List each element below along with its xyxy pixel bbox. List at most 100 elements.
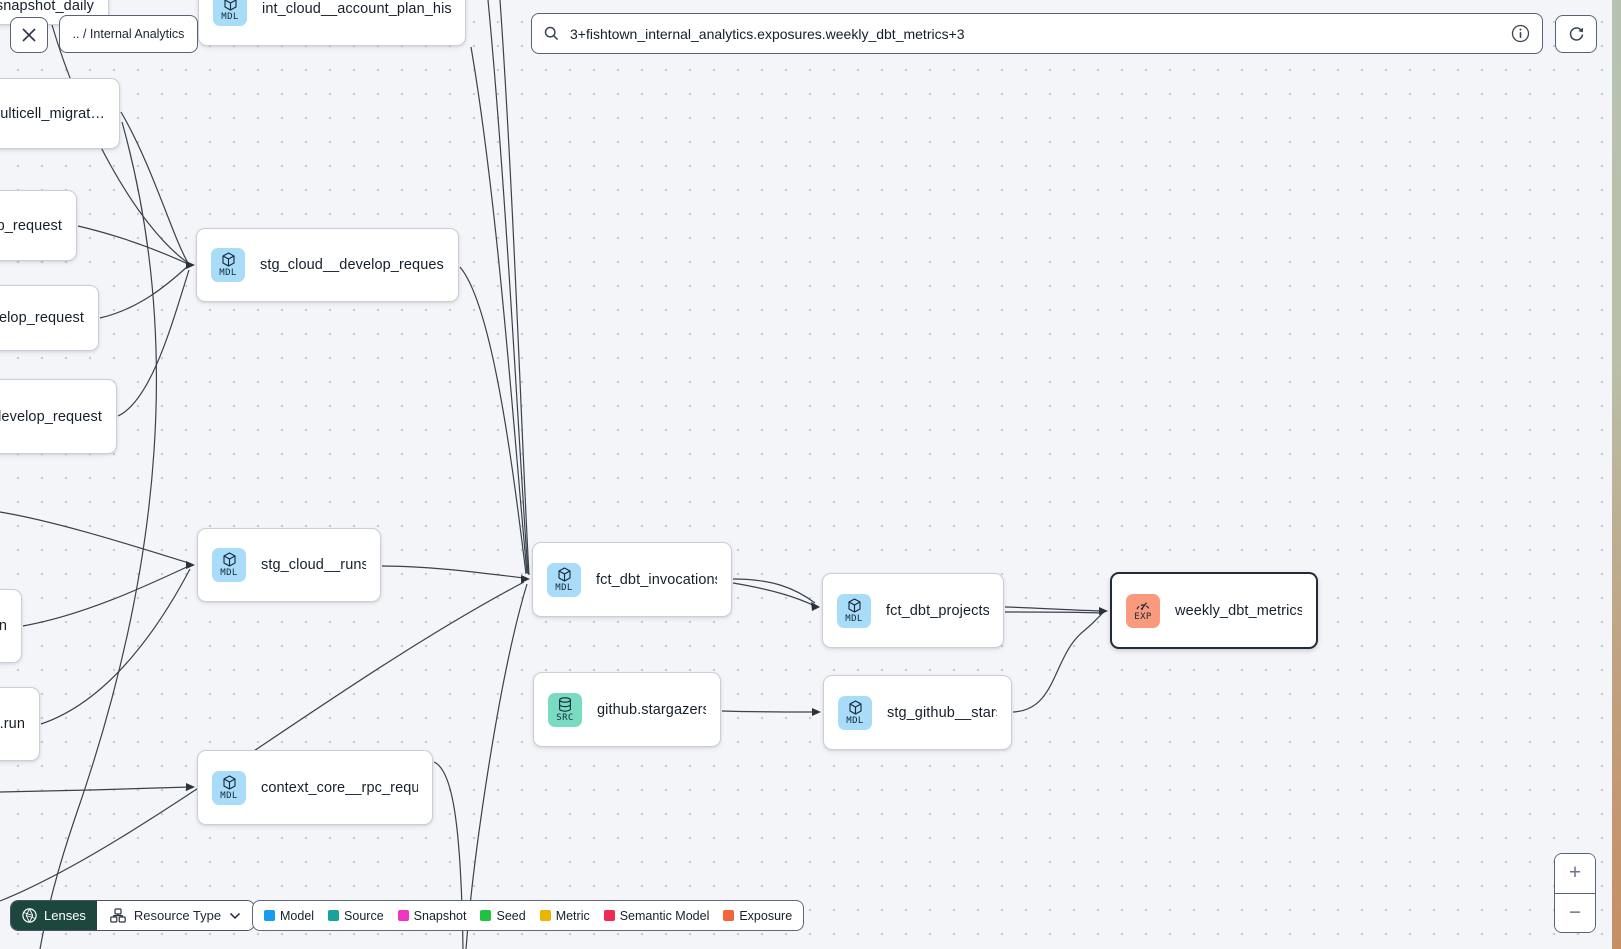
source-badge: SRC bbox=[548, 692, 582, 727]
legend-swatch bbox=[328, 910, 340, 921]
cube-icon bbox=[848, 699, 862, 715]
search-icon bbox=[544, 26, 559, 41]
badge-label: MDL bbox=[220, 568, 238, 578]
legend-label: Source bbox=[344, 908, 384, 923]
lenses-label: Lenses bbox=[44, 908, 86, 923]
database-icon bbox=[559, 696, 571, 712]
info-icon[interactable] bbox=[1511, 24, 1530, 43]
node-label: .run bbox=[0, 716, 25, 732]
legend-item-model: Model bbox=[264, 909, 314, 923]
node-label: .develop_request bbox=[0, 408, 102, 425]
cube-icon bbox=[222, 774, 236, 790]
legend-swatch bbox=[539, 910, 551, 921]
resource-type-legend: Model Source Snapshot Seed Metric Semantic Mo… bbox=[252, 900, 805, 931]
node-label: int_cloud__account_plan_history bbox=[262, 1, 451, 17]
node-label: p_request bbox=[0, 217, 62, 234]
graph-node-weekly-dbt-metrics[interactable]: EXP weekly_dbt_metrics bbox=[1110, 572, 1318, 649]
model-badge: MDL bbox=[838, 695, 872, 730]
search-input[interactable] bbox=[568, 24, 1511, 43]
lenses-button[interactable]: Lenses bbox=[11, 901, 97, 930]
graph-node-n-node[interactable]: n bbox=[0, 589, 22, 663]
resource-type-dropdown[interactable]: Resource Type bbox=[96, 901, 255, 930]
refresh-icon bbox=[1569, 26, 1583, 41]
close-button[interactable] bbox=[10, 17, 48, 53]
zoom-controls: + − bbox=[1554, 853, 1596, 933]
node-label: fct_dbt_invocations bbox=[596, 571, 717, 588]
model-badge: MDL bbox=[211, 248, 245, 282]
node-label: weekly_dbt_metrics bbox=[1175, 602, 1302, 619]
legend-label: Exposure bbox=[739, 908, 793, 923]
legend-swatch bbox=[480, 910, 492, 921]
node-label: multicell_migrat… bbox=[0, 105, 105, 122]
graph-node-run-node[interactable]: .run bbox=[0, 687, 40, 761]
legend-swatch bbox=[397, 910, 409, 921]
legend-swatch bbox=[723, 910, 735, 921]
desktop-wallpaper-edge bbox=[1612, 0, 1621, 949]
badge-label: MDL bbox=[221, 12, 239, 22]
node-label: github.stargazers bbox=[597, 701, 706, 718]
legend-label: Model bbox=[280, 908, 315, 923]
model-badge: MDL bbox=[212, 548, 246, 582]
zoom-out-button[interactable]: − bbox=[1555, 893, 1595, 932]
graph-node-fct-dbt-invocations[interactable]: MDL fct_dbt_invocations bbox=[532, 542, 732, 617]
model-badge: MDL bbox=[213, 0, 247, 26]
cube-icon bbox=[847, 597, 861, 613]
badge-label: EXP bbox=[1134, 612, 1152, 622]
badge-label: SRC bbox=[556, 712, 574, 723]
graph-node-int-cloud-account-plan-history[interactable]: MDL int_cloud__account_plan_history bbox=[198, 0, 466, 46]
graph-node-context-core-rpc-request[interactable]: MDL context_core__rpc_request bbox=[197, 750, 433, 825]
model-badge: MDL bbox=[212, 770, 246, 805]
node-label: velop_request bbox=[0, 310, 84, 326]
badge-label: MDL bbox=[845, 613, 863, 624]
sitemap-icon bbox=[110, 908, 126, 923]
legend-item-metric: Metric bbox=[539, 908, 590, 923]
gauge-icon bbox=[1136, 602, 1150, 610]
legend-swatch bbox=[264, 910, 275, 921]
lens-aperture-icon bbox=[22, 908, 37, 923]
cube-icon bbox=[557, 566, 571, 582]
close-icon bbox=[22, 28, 36, 42]
exposure-badge: EXP bbox=[1126, 593, 1160, 628]
model-badge: MDL bbox=[837, 593, 871, 628]
badge-label: MDL bbox=[846, 715, 864, 726]
graph-node-multicell-migration[interactable]: multicell_migrat… bbox=[0, 78, 120, 149]
legend-item-semantic-model: Semantic Model bbox=[603, 908, 710, 923]
breadcrumb[interactable]: .. / Internal Analytics bbox=[59, 15, 198, 53]
legend-label: Seed bbox=[496, 908, 526, 923]
legend-label: Semantic Model bbox=[619, 908, 710, 923]
lens-toolbar: Lenses Resource Type bbox=[10, 900, 256, 931]
graph-node-fct-dbt-projects[interactable]: MDL fct_dbt_projects bbox=[822, 573, 1004, 648]
refresh-button[interactable] bbox=[1555, 15, 1597, 53]
resource-type-label: Resource Type bbox=[133, 908, 222, 923]
graph-node-develop-request[interactable]: .develop_request bbox=[0, 379, 117, 454]
zoom-in-button[interactable]: + bbox=[1555, 854, 1595, 894]
node-label: fct_dbt_projects bbox=[886, 602, 989, 619]
graph-node-github-stargazers[interactable]: SRC github.stargazers bbox=[533, 672, 721, 747]
breadcrumb-label: .. / Internal Analytics bbox=[72, 27, 185, 41]
legend-item-seed: Seed bbox=[480, 908, 526, 923]
badge-label: MDL bbox=[219, 268, 237, 278]
cube-icon bbox=[222, 552, 236, 567]
node-label: stg_cloud__runs bbox=[261, 557, 366, 573]
model-badge: MDL bbox=[547, 562, 581, 597]
chevron-down-icon bbox=[230, 912, 241, 919]
graph-node-velop-request[interactable]: velop_request bbox=[0, 285, 99, 351]
search-bar[interactable] bbox=[531, 13, 1543, 54]
node-label: snapshot_daily bbox=[0, 0, 94, 14]
cube-icon bbox=[221, 252, 235, 267]
legend-item-exposure: Exposure bbox=[723, 909, 792, 923]
node-label: context_core__rpc_request bbox=[261, 779, 418, 796]
legend-label: Snapshot bbox=[413, 908, 467, 923]
graph-node-op-request[interactable]: p_request bbox=[0, 190, 77, 261]
node-label: n bbox=[0, 618, 7, 634]
graph-node-stg-cloud-runs[interactable]: MDL stg_cloud__runs bbox=[197, 528, 381, 602]
legend-label: Metric bbox=[555, 908, 590, 923]
legend-swatch bbox=[603, 910, 615, 921]
legend-item-source: Source bbox=[328, 909, 384, 923]
badge-label: MDL bbox=[555, 582, 573, 593]
cube-icon bbox=[223, 0, 237, 11]
